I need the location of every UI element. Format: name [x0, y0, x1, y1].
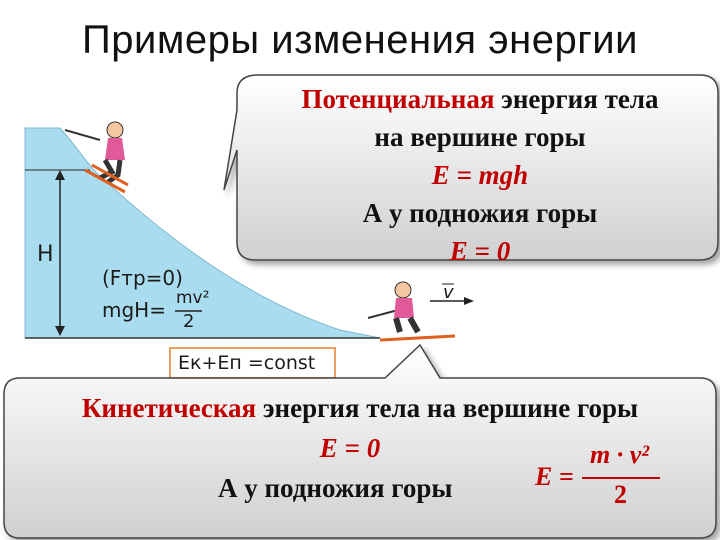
kinetic-formula-lhs: E =: [535, 462, 574, 491]
potential-formula-bottom: E = 0: [449, 236, 511, 266]
velocity-arrow-head: [464, 297, 474, 305]
page-title: Примеры изменения энергии: [82, 18, 638, 62]
kinetic-formula-numerator: m · v²: [590, 440, 650, 469]
const-box: [169, 347, 336, 379]
height-arrow-bottom: [55, 326, 65, 336]
height-arrow-top: [55, 170, 65, 180]
potential-line-4: А у подножия горы: [362, 198, 598, 228]
kinetic-word: Кинетическая: [81, 393, 257, 423]
skier-top: [64, 121, 129, 194]
height-label: H: [37, 242, 54, 267]
mv2-denominator: 2: [183, 311, 195, 332]
kinetic-line-1: Кинетическая энергия тела на вершине гор…: [8, 388, 712, 428]
potential-line-1: Потенциальная энергия тела: [240, 80, 720, 118]
kinetic-line-1-rest: энергия тела на вершине горы: [256, 393, 639, 423]
potential-formula: E = mgh: [431, 160, 529, 190]
kinetic-line-3: А у подножия горы: [218, 473, 453, 503]
potential-energy-callout: Потенциальная энергия тела на вершине го…: [240, 80, 720, 270]
bottom-callout-bubble: [3, 343, 717, 539]
skier-bottom: [367, 281, 456, 342]
slope-hill: [24, 127, 381, 339]
mgh-label: mgH=: [102, 298, 166, 322]
potential-line-1-rest: энергия тела: [494, 84, 659, 114]
potential-word: Потенциальная: [301, 84, 495, 114]
mv2-numerator: mv²: [176, 288, 210, 308]
potential-line-2: на вершине горы: [374, 122, 586, 152]
friction-label: (Fтр=0): [102, 266, 183, 290]
top-callout-bubble: [223, 74, 719, 261]
kinetic-formula-denominator: 2: [614, 480, 627, 509]
velocity-label: v: [443, 282, 454, 303]
kinetic-formula-top: E = 0: [319, 433, 381, 463]
kinetic-energy-callout: Кинетическая энергия тела на вершине гор…: [8, 388, 712, 508]
const-box-label: Eк+Eп =const: [178, 352, 316, 374]
